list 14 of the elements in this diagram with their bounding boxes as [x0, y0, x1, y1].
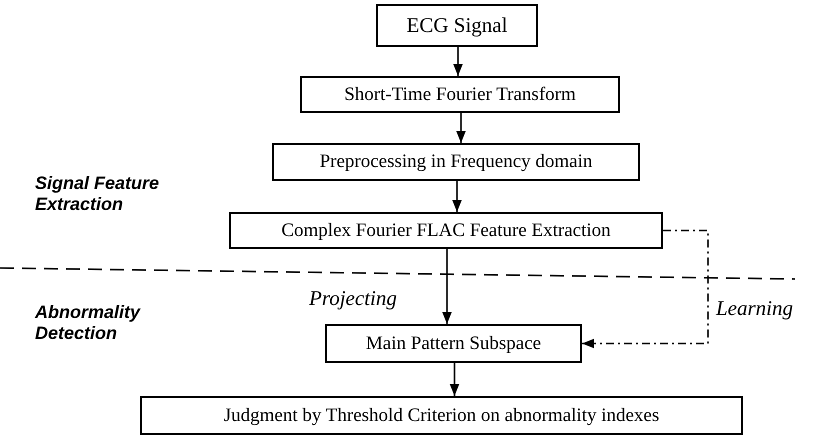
arrow — [453, 47, 463, 76]
process-box: Preprocessing in Frequency domain — [272, 143, 640, 181]
process-box: Main Pattern Subspace — [325, 324, 582, 363]
arrow — [452, 181, 462, 212]
process-box: Complex Fourier FLAC Feature Extraction — [229, 212, 663, 249]
section-label: Signal Feature Extraction — [35, 173, 160, 215]
process-box: Short-Time Fourier Transform — [300, 76, 620, 113]
section-label: Abnormality Detection — [35, 302, 142, 344]
dash-dot-arrow — [582, 230, 709, 348]
process-box: ECG Signal — [376, 4, 538, 47]
arrow — [456, 113, 466, 143]
arrow — [442, 249, 452, 324]
process-box: Judgment by Threshold Criterion on abnormality indexes — [140, 396, 743, 435]
arrow — [450, 363, 460, 396]
